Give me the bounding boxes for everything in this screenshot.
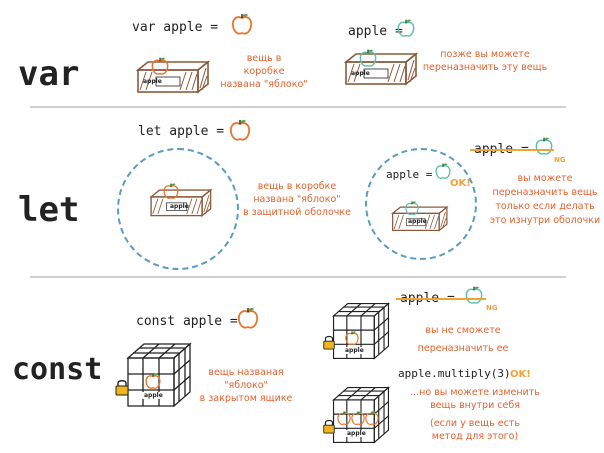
red-apple-icon: [230, 12, 254, 36]
red-apple-icon: [162, 182, 180, 200]
var-declaration: var apple =: [132, 20, 219, 35]
var-box-label: apple: [143, 78, 162, 85]
const-declaration: const apple =: [136, 314, 238, 329]
section-divider: [30, 276, 566, 278]
red-apple-icon: [364, 410, 380, 426]
green-apple-icon: [358, 48, 378, 68]
let-note: вещь в коробке названа "яблоко" в защитн…: [243, 181, 351, 218]
red-apple-icon: [150, 56, 170, 76]
const-ok-label: OK!: [510, 369, 531, 380]
let-box: [146, 186, 214, 218]
var-reassign-note: позже вы можете переназначить эту вещь: [422, 49, 548, 73]
lock-icon: [114, 378, 130, 396]
const-keyword: const: [12, 352, 103, 387]
const-note-2: вы не сможете переназначить ее: [417, 325, 509, 354]
green-apple-icon: [464, 285, 484, 305]
lock-icon: [322, 334, 336, 350]
red-apple-icon: [344, 330, 360, 346]
red-apple-icon: [228, 118, 252, 142]
const-note-3: ...но вы можете изменить вещь внутри себ…: [410, 387, 540, 442]
let-keyword: let: [18, 190, 80, 230]
strikethrough: [470, 149, 554, 151]
const-box-label: apple: [344, 347, 365, 354]
green-apple-icon: [404, 200, 420, 216]
let-protective-shell: [117, 148, 239, 270]
let-protective-shell-2: [365, 148, 477, 260]
section-divider: [30, 106, 566, 108]
strikethrough: [396, 298, 486, 300]
let-inside-reassign: apple =: [386, 168, 433, 181]
lock-icon: [322, 418, 336, 434]
green-apple-icon: [534, 136, 554, 156]
let-box-label: apple: [170, 203, 189, 210]
var-box-label: apple: [351, 70, 370, 77]
var-keyword: var: [18, 54, 80, 94]
const-ng-label: NG: [486, 304, 498, 312]
red-apple-icon: [236, 306, 260, 330]
var-box: [132, 58, 212, 94]
let-note-2: вы можете переназначить вещь только если…: [489, 173, 601, 226]
var-box-reassigned: [340, 50, 420, 86]
const-box-label: apple: [142, 392, 165, 399]
red-apple-icon: [144, 372, 162, 390]
let-ok-label: OK!: [450, 178, 471, 189]
const-box-label: apple: [346, 430, 367, 437]
var-reassign-code: apple =: [348, 24, 403, 39]
const-note: вещь названая "яблоко" в закрытом ящике: [199, 367, 293, 404]
green-apple-icon: [396, 18, 416, 38]
var-note: вещь в коробке названа "яблоко": [220, 53, 308, 90]
let-box-label: apple: [408, 218, 427, 225]
let-declaration: let apple =: [138, 124, 225, 139]
let-ng-label: NG: [554, 156, 566, 164]
const-method-code: apple.multiply(3): [398, 367, 511, 380]
